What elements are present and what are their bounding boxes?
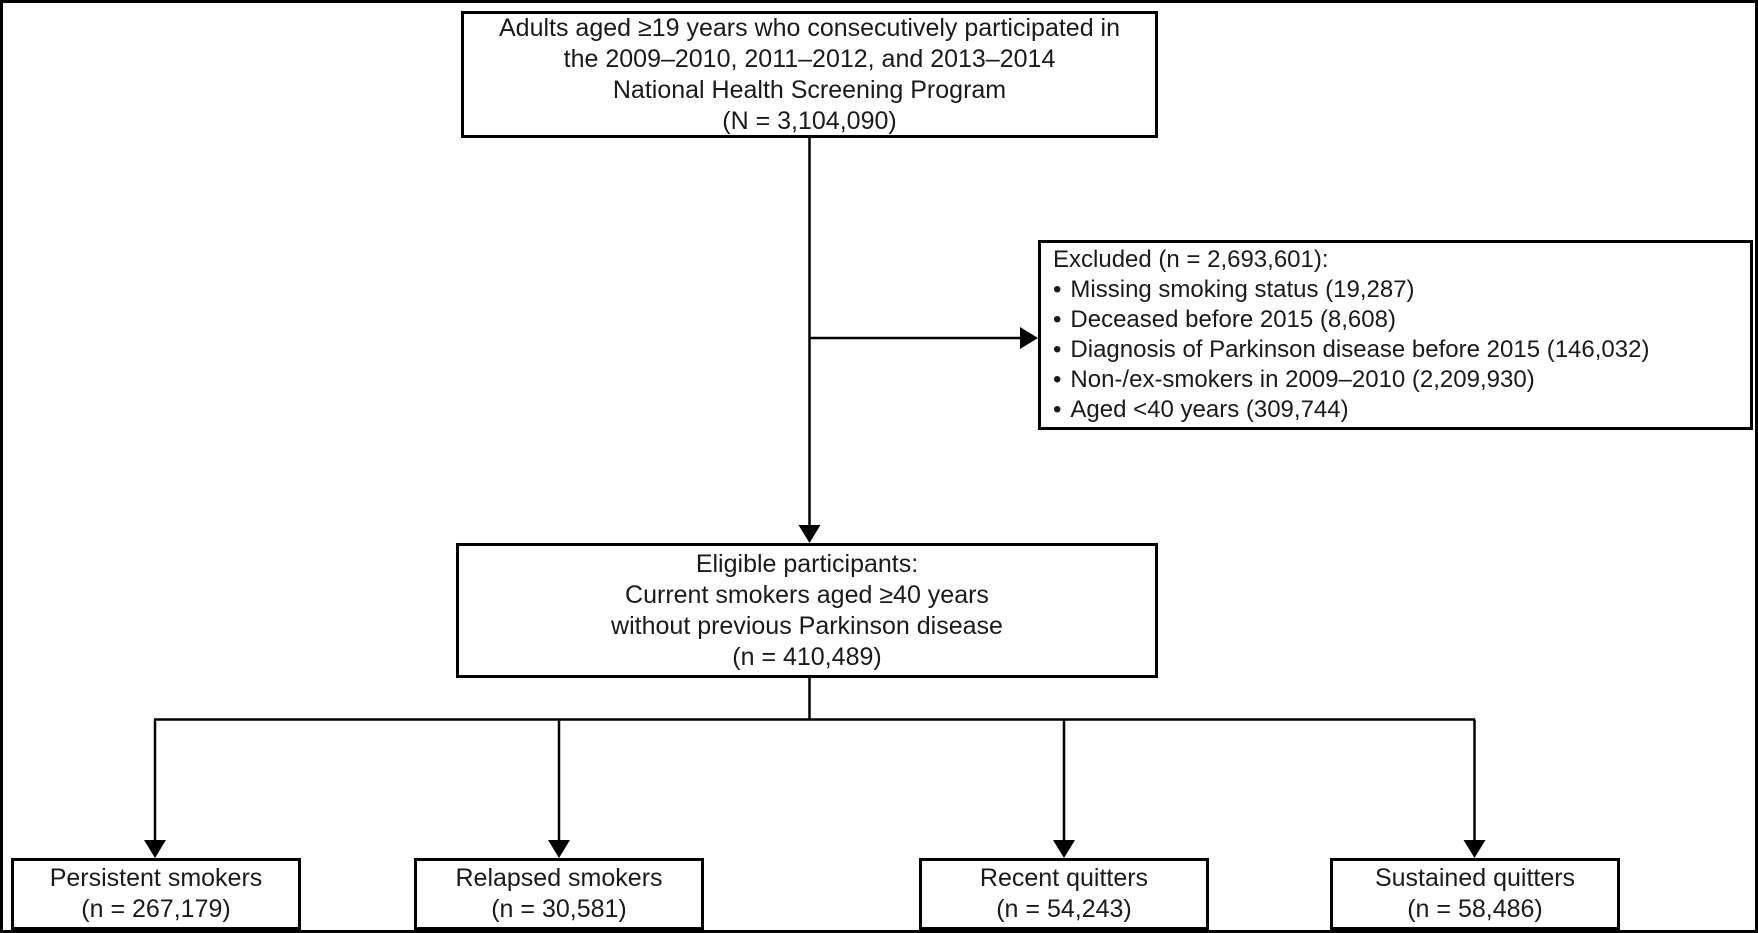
- excluded-item-text: Aged <40 years (309,744): [1070, 396, 1349, 423]
- outcome-box-persistent-smokers: Persistent smokers (n = 267,179): [11, 858, 301, 930]
- top-box-line: Adults aged ≥19 years who consecutively …: [498, 13, 1121, 42]
- excluded-item: • Non-/ex-smokers in 2009–2010 (2,209,930…: [1053, 365, 1738, 395]
- outcome-count: (n = 58,486): [1407, 895, 1543, 923]
- flow-connectors: [144, 138, 1486, 858]
- eligible-box: Eligible participants: Current smokers a…: [456, 543, 1158, 678]
- top-box-line: National Health Screening Program: [612, 75, 1007, 104]
- top-population-box: Adults aged ≥19 years who consecutively …: [461, 11, 1158, 138]
- outcome-label: Recent quitters: [979, 864, 1149, 892]
- eligible-box-line: Current smokers aged ≥40 years: [625, 580, 989, 609]
- bullet-icon: •: [1053, 276, 1062, 303]
- excluded-item: • Missing smoking status (19,287): [1053, 275, 1738, 305]
- bullet-icon: •: [1053, 306, 1062, 333]
- outcome-count: (n = 267,179): [81, 895, 231, 923]
- excluded-item: • Aged <40 years (309,744): [1053, 395, 1738, 425]
- excluded-title: Excluded (n = 2,693,601):: [1053, 246, 1329, 273]
- arrow-down-icon: [1463, 840, 1486, 858]
- eligible-box-line: (n = 410,489): [732, 642, 882, 671]
- bullet-icon: •: [1053, 336, 1062, 363]
- outcome-count: (n = 54,243): [996, 895, 1132, 923]
- top-box-line: (N = 3,104,090): [722, 106, 897, 135]
- excluded-box: Excluded (n = 2,693,601): • Missing smoki…: [1038, 240, 1753, 430]
- bullet-icon: •: [1053, 396, 1062, 423]
- excluded-item-text: Non-/ex-smokers in 2009–2010 (2,209,930): [1070, 366, 1535, 393]
- outcome-count: (n = 30,581): [491, 895, 627, 923]
- outcome-label: Relapsed smokers: [455, 864, 663, 892]
- bullet-icon: •: [1053, 366, 1062, 393]
- eligible-box-line: without previous Parkinson disease: [611, 611, 1003, 640]
- excluded-item: • Diagnosis of Parkinson disease before 2…: [1053, 335, 1738, 365]
- outcome-label: Persistent smokers: [49, 864, 263, 892]
- outcome-label: Sustained quitters: [1374, 864, 1576, 892]
- arrow-down-icon: [548, 840, 570, 858]
- arrow-down-icon: [798, 525, 821, 543]
- eligible-box-line: Eligible participants:: [695, 549, 919, 578]
- arrow-down-icon: [144, 840, 166, 858]
- arrow-right-icon: [1020, 327, 1038, 349]
- arrow-down-icon: [1053, 840, 1075, 858]
- top-box-line: the 2009–2010, 2011–2012, and 2013–2014: [563, 44, 1056, 73]
- excluded-item-text: Deceased before 2015 (8,608): [1070, 306, 1396, 333]
- outcome-box-recent-quitters: Recent quitters (n = 54,243): [919, 858, 1209, 930]
- outcome-box-sustained-quitters: Sustained quitters (n = 58,486): [1330, 858, 1620, 930]
- excluded-item-text: Missing smoking status (19,287): [1070, 276, 1415, 303]
- excluded-item-text: Diagnosis of Parkinson disease before 20…: [1070, 336, 1650, 363]
- excluded-item: • Deceased before 2015 (8,608): [1053, 305, 1738, 335]
- outcome-box-relapsed-smokers: Relapsed smokers (n = 30,581): [414, 858, 704, 930]
